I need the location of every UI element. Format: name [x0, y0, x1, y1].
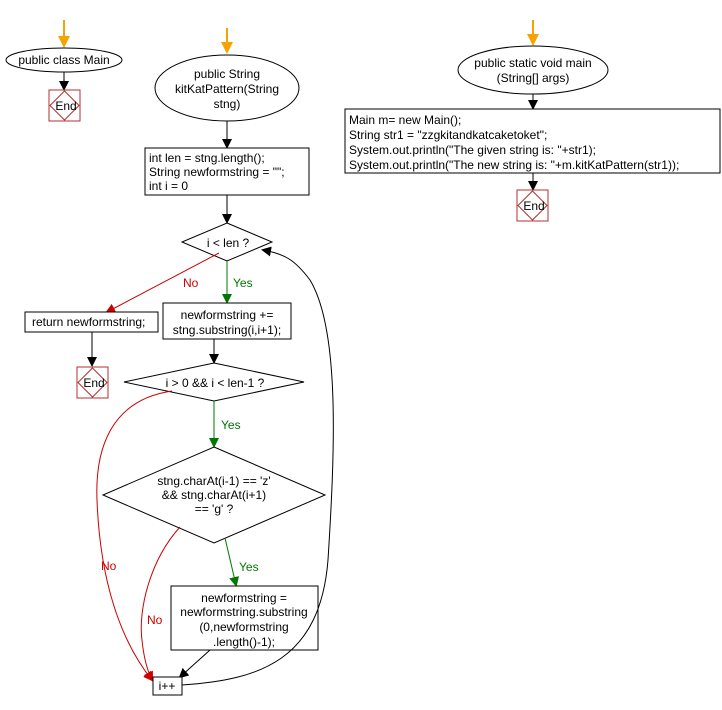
append-line-2: stng.substring(i,i+1);: [173, 323, 281, 337]
end-label-kitkat: End: [83, 376, 104, 390]
append-box: [162, 302, 292, 340]
kitkat-title-line-2: kitKatPattern(String: [175, 82, 279, 96]
label-yes-char: Yes: [239, 560, 259, 574]
init-line-1: int len = stng.length();: [149, 151, 265, 165]
kitkat-title-line-1: public String: [194, 67, 260, 81]
main-code-box: [344, 108, 721, 174]
main-code-line-1: Main m= new Main();: [349, 113, 461, 127]
append-line-1: newformstring +=: [181, 308, 274, 322]
loop-condition-label: i < len ?: [207, 236, 250, 250]
char-condition-diamond: [101, 446, 327, 544]
label-no-char: No: [147, 613, 163, 627]
label-no-loop: No: [183, 276, 199, 290]
main-code-line-2: String str1 = "zzgkitandkatcaketoket";: [349, 128, 547, 142]
arrow-char-yes-to-trim: [224, 537, 240, 587]
init-box: [144, 147, 310, 196]
end-node-kitkat: End: [76, 366, 109, 399]
trim-box: [170, 585, 319, 651]
init-line-3: int i = 0: [149, 179, 188, 193]
main-code-line-4: System.out.println("The new string is: "…: [349, 158, 679, 172]
arrow-char-no-to-increment: [140, 526, 181, 682]
range-condition-label: i > 0 && i < len-1 ?: [166, 376, 265, 390]
label-yes-range: Yes: [221, 418, 241, 432]
increment-box: [152, 676, 183, 696]
main-title-line-1: public static void main: [474, 56, 591, 70]
trim-line-2: newformstring.substring: [180, 605, 307, 619]
end-label-class: End: [55, 99, 76, 113]
label-no-range: No: [101, 559, 117, 573]
char-condition-line-3: == 'g' ?: [195, 502, 234, 516]
end-label-main: End: [523, 199, 544, 213]
class-main-label: public class Main: [18, 53, 109, 67]
end-node-main: End: [516, 189, 549, 222]
kitkat-title-line-3: stng): [214, 97, 241, 111]
main-title-line-2: (String[] args): [497, 71, 570, 85]
arrow-loop-back: [181, 246, 334, 686]
end-node-class: End: [48, 89, 81, 122]
char-condition-line-1: stng.charAt(i-1) == 'z': [157, 474, 270, 488]
trim-line-1: newformstring =: [201, 591, 287, 605]
init-line-2: String newformstring = "";: [149, 165, 285, 179]
increment-label: i++: [159, 679, 176, 693]
char-condition-line-2: && stng.charAt(i+1): [162, 488, 266, 502]
main-terminal: [457, 45, 609, 95]
label-yes-loop: Yes: [233, 276, 253, 290]
arrow-range-no-to-increment: [96, 390, 173, 682]
arrow-trim-to-increment: [178, 649, 211, 679]
trim-line-4: .length()-1);: [213, 635, 275, 649]
main-code-line-3: System.out.println("The given string is:…: [349, 143, 596, 157]
arrow-no-to-return: [105, 252, 220, 313]
return-statement: return newformstring;: [32, 315, 145, 329]
trim-line-3: (0,newformstring: [199, 620, 288, 634]
